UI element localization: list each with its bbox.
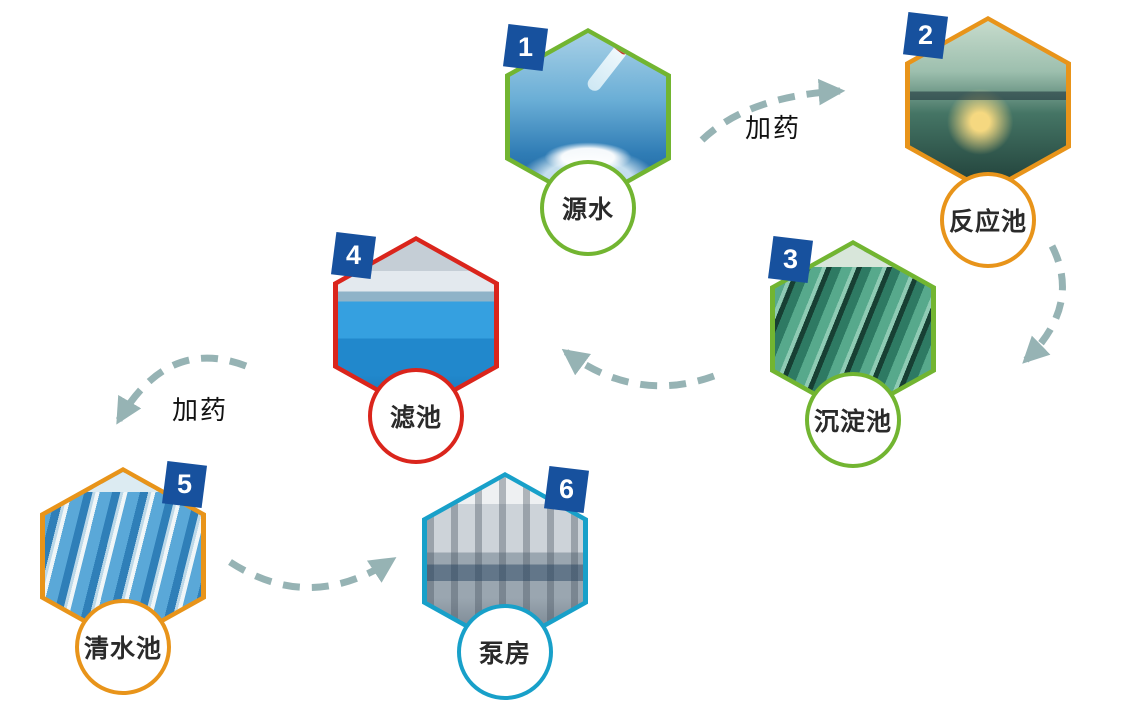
step-number-badge: 3 [768,236,813,283]
step-number-badge: 4 [331,232,376,279]
flow-arrow-clearwater-to-pump [228,557,397,591]
node-label: 沉淀池 [813,408,892,436]
edge-label-dosing-2: 加药 [172,395,229,425]
step-number: 5 [176,469,193,499]
node-label: 源水 [561,196,614,224]
step-number-badge: 6 [544,466,589,513]
flow-arrow-reaction-to-sedimentation [1022,244,1066,364]
node-label-circle: 反应池 [940,172,1036,268]
step-number: 6 [558,474,575,504]
step-number-badge: 1 [503,24,548,71]
node-label: 清水池 [83,635,162,663]
node-label: 反应池 [948,208,1027,236]
step-number: 1 [517,32,534,62]
flow-arrow-sedimentation-to-filter [561,348,716,390]
step-number: 4 [345,240,362,270]
node-label-circle: 沉淀池 [805,372,901,468]
edge-label-dosing-1: 加药 [745,113,802,143]
node-label: 泵房 [478,640,531,668]
node-label: 滤池 [389,404,442,432]
step-number-badge: 2 [903,12,948,59]
step-number-badge: 5 [162,461,207,508]
step-number: 2 [917,20,934,50]
node-label-circle: 泵房 [457,604,553,700]
node-label-circle: 滤池 [368,368,464,464]
node-label-circle: 源水 [540,160,636,256]
node-label-circle: 清水池 [75,599,171,695]
step-number: 3 [782,244,799,274]
